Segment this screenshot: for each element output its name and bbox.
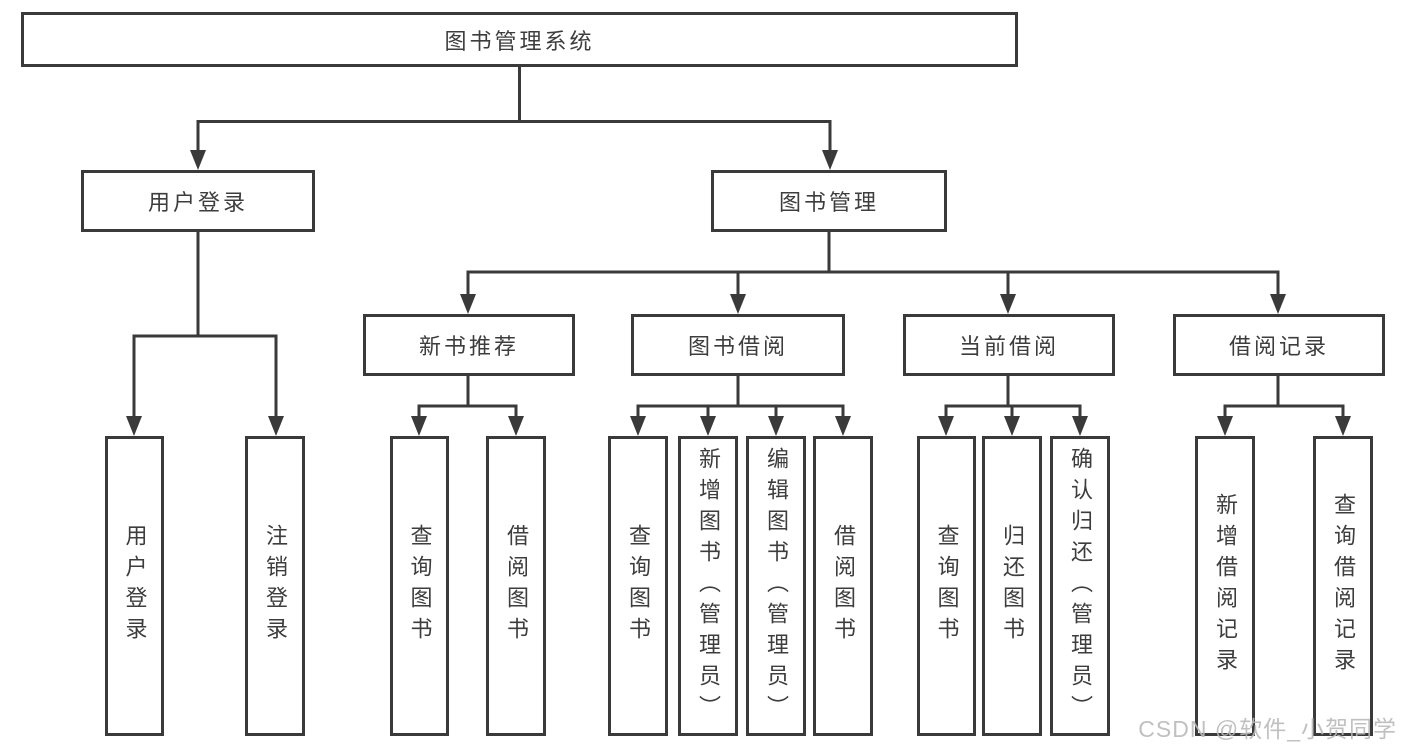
node-root-system: 图书管理系统 xyxy=(21,12,1018,67)
node-book-management: 图书管理 xyxy=(711,170,947,232)
leaf-logout: 注销登录 xyxy=(245,436,305,736)
node-new-book-recommend: 新书推荐 xyxy=(363,314,575,376)
leaf-user-login: 用户登录 xyxy=(105,436,164,736)
csdn-watermark: CSDN @软件_小贺同学 xyxy=(1138,716,1397,742)
node-book-borrow: 图书借阅 xyxy=(631,314,845,376)
leaf-borrow-query-books: 查询图书 xyxy=(608,436,668,736)
node-user-login: 用户登录 xyxy=(81,170,315,232)
node-current-borrow: 当前借阅 xyxy=(903,314,1115,376)
leaf-records-query-record: 查询借阅记录 xyxy=(1313,436,1373,736)
leaf-current-confirm-return-admin: 确认归还（管理员） xyxy=(1050,436,1110,736)
leaf-borrow-edit-books-admin: 编辑图书（管理员） xyxy=(746,436,806,736)
leaf-current-query-books: 查询图书 xyxy=(917,436,976,736)
leaf-borrow-borrow-books: 借阅图书 xyxy=(813,436,873,736)
node-borrow-records: 借阅记录 xyxy=(1173,314,1385,376)
leaf-borrow-add-books-admin: 新增图书（管理员） xyxy=(678,436,738,736)
leaf-current-return-books: 归还图书 xyxy=(982,436,1042,736)
leaf-records-add-record: 新增借阅记录 xyxy=(1195,436,1255,736)
leaf-newbook-borrow-books: 借阅图书 xyxy=(486,436,546,736)
leaf-newbook-query-books: 查询图书 xyxy=(390,436,449,736)
